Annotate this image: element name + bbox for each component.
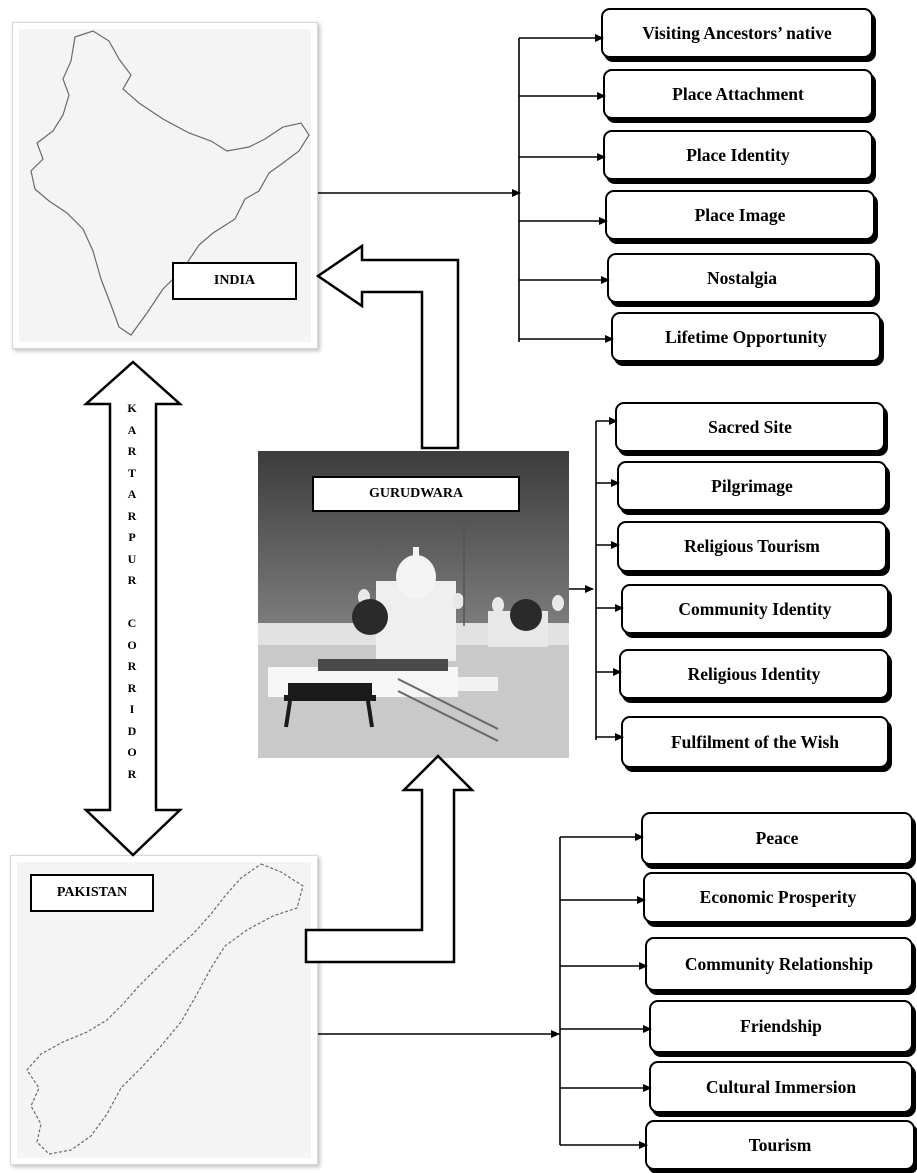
- india-label: INDIA: [172, 262, 297, 300]
- corridor-letter: R: [127, 766, 137, 781]
- corridor-letter: [117, 592, 147, 614]
- factor-pilgrimage: Pilgrimage: [617, 461, 887, 511]
- pakistan-map-outline: [26, 863, 304, 1155]
- factor-place-identity: Place Identity: [603, 130, 873, 180]
- corridor-letter: R: [127, 444, 137, 458]
- corridor-letter: D: [127, 723, 137, 738]
- corridor-letter: R: [127, 573, 137, 587]
- corridor-letter: U: [127, 551, 137, 566]
- corridor-letter: A: [127, 422, 137, 437]
- corridor-letter: A: [127, 487, 137, 501]
- factor-peace: Peace: [641, 812, 913, 865]
- pakistan-label: PAKISTAN: [30, 874, 154, 912]
- factor-place-image: Place Image: [605, 190, 875, 240]
- kartarpur-corridor-double-arrow: [82, 360, 184, 857]
- factor-nostalgia: Nostalgia: [607, 253, 877, 303]
- factor-religious-tourism: Religious Tourism: [617, 521, 887, 572]
- factor-place-attachment: Place Attachment: [603, 69, 873, 119]
- india-map-panel: [12, 22, 318, 349]
- factor-sacred-site: Sacred Site: [615, 402, 885, 452]
- factor-lifetime-opportunity: Lifetime Opportunity: [611, 312, 881, 362]
- corridor-letter: I: [129, 702, 135, 716]
- india-map-outline: [30, 30, 310, 336]
- factor-religious-identity: Religious Identity: [619, 649, 889, 699]
- corridor-letter: T: [127, 465, 136, 480]
- corridor-letter: R: [127, 680, 137, 695]
- corridor-letter: R: [127, 659, 137, 673]
- gurudwara-to-india-block-arrow: [315, 243, 460, 450]
- corridor-letter: O: [127, 637, 137, 652]
- pakistan-to-gurudwara-block-arrow: [304, 754, 476, 964]
- corridor-letter: C: [127, 616, 137, 630]
- factor-community-relationship: Community Relationship: [645, 937, 913, 991]
- factor-friendship: Friendship: [649, 1000, 913, 1053]
- corridor-letter: R: [127, 508, 137, 523]
- kartarpur-corridor-label: K A R T A R P U R C O R R I D O R: [117, 398, 147, 785]
- corridor-letter: P: [128, 530, 136, 544]
- corridor-letter: O: [127, 745, 137, 759]
- corridor-letter: K: [127, 401, 137, 415]
- gurudwara-label: GURUDWARA: [312, 476, 520, 512]
- factor-fulfilment-of-wish: Fulfilment of the Wish: [621, 716, 889, 768]
- factor-tourism: Tourism: [645, 1120, 915, 1170]
- factor-economic-prosperity: Economic Prosperity: [643, 872, 913, 923]
- factor-visiting-ancestors: Visiting Ancestors’ native: [601, 8, 873, 58]
- factor-community-identity: Community Identity: [621, 584, 889, 634]
